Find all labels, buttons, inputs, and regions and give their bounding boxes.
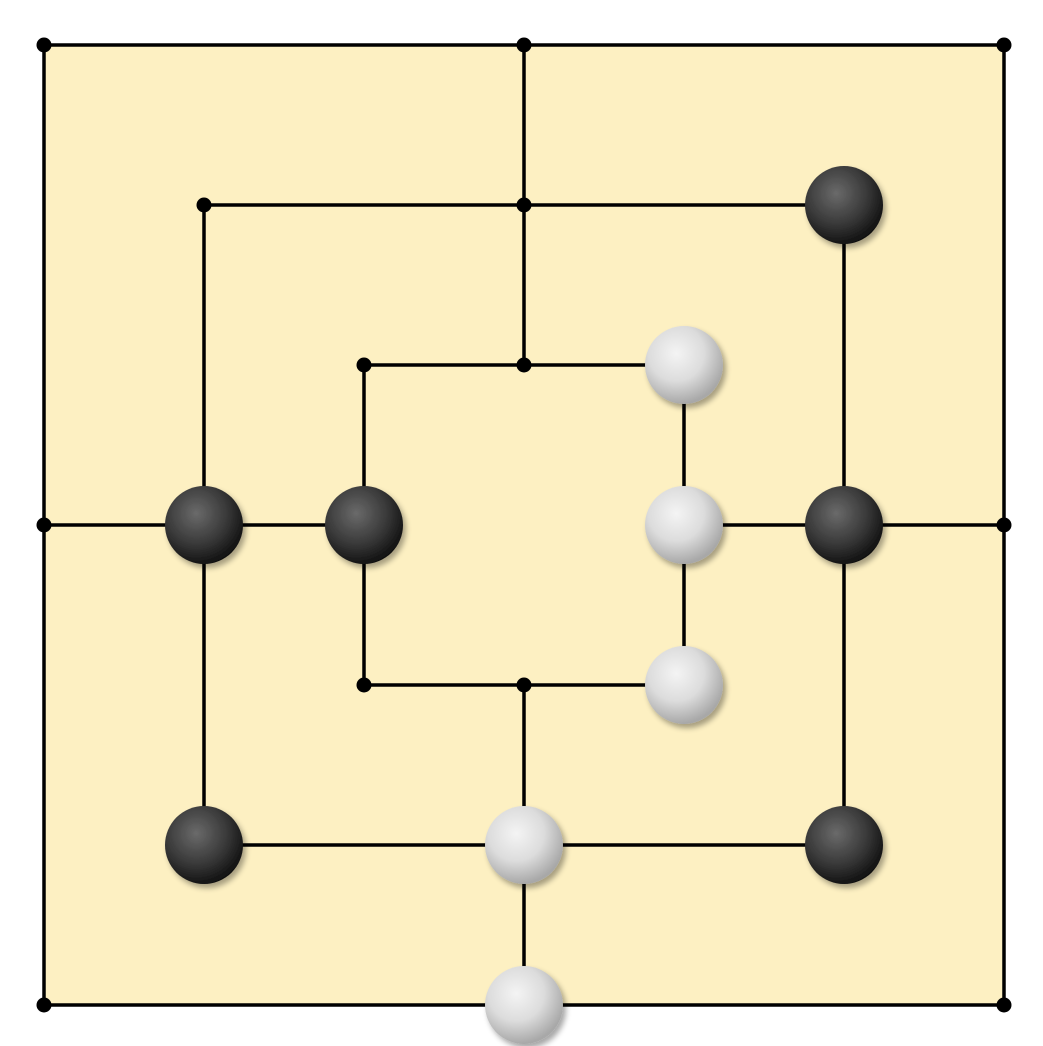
board-point-d7[interactable] [516,37,532,53]
black-piece-c4[interactable] [325,486,403,564]
board-point-d6[interactable] [516,197,532,213]
board-point-g1[interactable] [996,997,1012,1013]
board-pieces [165,166,883,1044]
board-point-g7[interactable] [996,37,1012,53]
board-point-a7[interactable] [36,37,52,53]
board-point-d5[interactable] [516,357,532,373]
black-piece-f2[interactable] [805,806,883,884]
white-piece-e5[interactable] [645,326,723,404]
board-points [36,37,1012,1013]
black-piece-f4[interactable] [805,486,883,564]
board-point-g4[interactable] [996,517,1012,533]
board-point-c5[interactable] [356,357,372,373]
black-piece-b4[interactable] [165,486,243,564]
black-piece-f6[interactable] [805,166,883,244]
board-point-d3[interactable] [516,677,532,693]
white-piece-d1[interactable] [485,966,563,1044]
board-point-a4[interactable] [36,517,52,533]
white-piece-e3[interactable] [645,646,723,724]
black-piece-b2[interactable] [165,806,243,884]
white-piece-e4[interactable] [645,486,723,564]
board-point-c3[interactable] [356,677,372,693]
board-point-b6[interactable] [196,197,212,213]
white-piece-d2[interactable] [485,806,563,884]
board-point-a1[interactable] [36,997,52,1013]
